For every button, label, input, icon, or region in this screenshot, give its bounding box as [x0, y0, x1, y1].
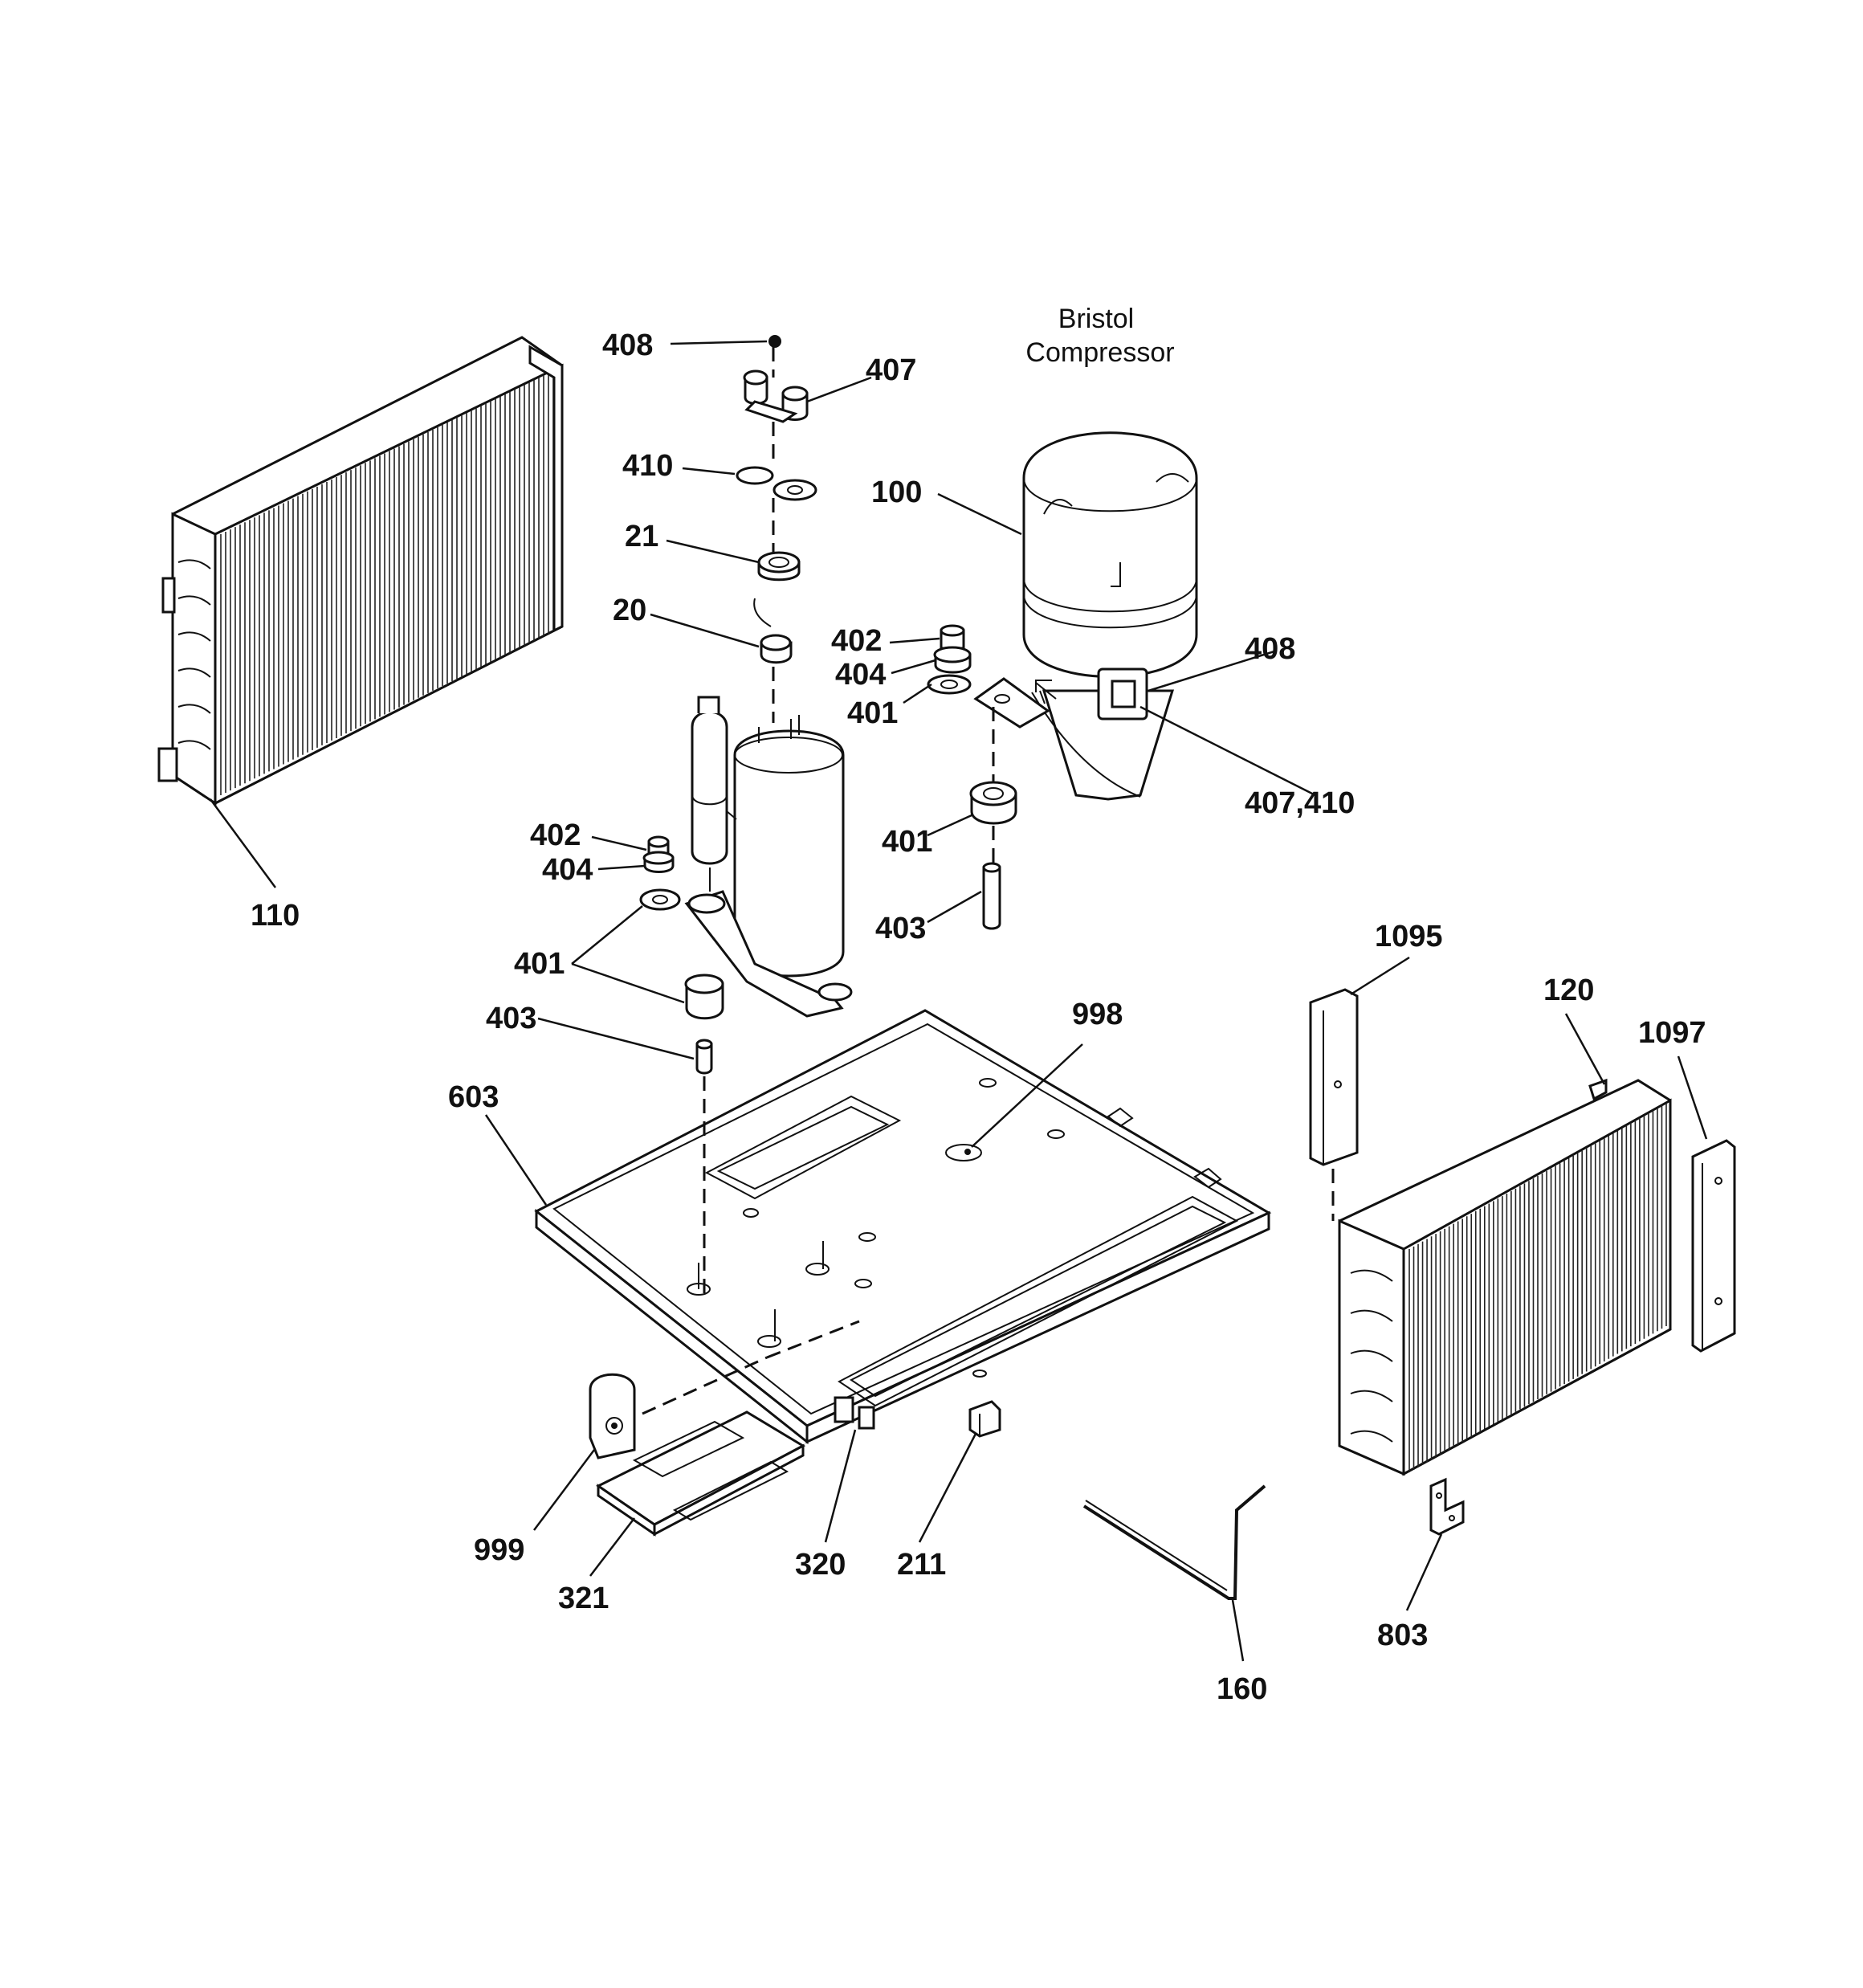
- part-label-401-left: 401: [514, 947, 565, 981]
- part-label-1097: 1097: [1638, 1016, 1706, 1050]
- part-label-401-right-a: 401: [847, 696, 898, 730]
- part-label-407-410: 407,410: [1245, 786, 1355, 820]
- cover-21: [757, 551, 801, 582]
- plate-321: [596, 1410, 806, 1537]
- nut-402-404-left: [642, 835, 675, 873]
- mount-grommet-401-right: [969, 781, 1017, 825]
- part-label-120: 120: [1543, 974, 1594, 1007]
- part-label-21: 21: [625, 520, 658, 553]
- tube-160: [1082, 1484, 1266, 1600]
- sleeve-403-left: [695, 1039, 713, 1075]
- part-label-999: 999: [474, 1533, 524, 1567]
- base-pan-603: [534, 1009, 1272, 1445]
- clip-320: [834, 1396, 875, 1430]
- sleeve-403-right: [982, 862, 1001, 930]
- washer-401-left: [639, 888, 681, 911]
- part-label-100: 100: [871, 476, 922, 509]
- part-label-110: 110: [251, 899, 300, 933]
- part-label-211: 211: [897, 1548, 946, 1582]
- caption-line-1: Bristol: [1058, 304, 1134, 334]
- bracket-999: [589, 1373, 636, 1459]
- nut-402-404-401-right: [927, 624, 972, 695]
- bracket-1097: [1691, 1139, 1736, 1353]
- part-label-404-right: 404: [835, 658, 886, 692]
- part-label-403-right: 403: [875, 912, 926, 945]
- evaporator-coil-120: [1338, 1078, 1672, 1476]
- overload-407-top: [743, 369, 809, 423]
- part-label-410: 410: [622, 449, 673, 483]
- part-label-402-right: 402: [831, 624, 882, 658]
- part-label-408: 408: [602, 329, 653, 362]
- part-label-321: 321: [558, 1582, 609, 1615]
- assembly-lines: [642, 347, 1335, 1415]
- part-label-160: 160: [1217, 1672, 1267, 1706]
- part-label-402-left: 402: [530, 818, 581, 852]
- part-label-407: 407: [866, 353, 916, 387]
- part-label-1095: 1095: [1375, 920, 1443, 953]
- terminal-20: [753, 598, 793, 664]
- part-label-320: 320: [795, 1548, 846, 1582]
- part-label-603: 603: [448, 1080, 499, 1114]
- bracket-1095: [1309, 988, 1359, 1166]
- part-label-403-left: 403: [486, 1002, 536, 1035]
- part-label-401-right-b: 401: [882, 825, 932, 859]
- bristol-compressor-100: [973, 431, 1198, 801]
- mount-grommet-401-left: [684, 974, 724, 1020]
- part-label-404-left: 404: [542, 853, 593, 887]
- clip-408-top: [768, 335, 781, 348]
- part-label-20: 20: [613, 594, 646, 627]
- leader-lines: [209, 340, 1708, 1662]
- rotary-compressor: [684, 696, 853, 1018]
- clip-211: [968, 1400, 1001, 1438]
- part-label-408-right: 408: [1245, 632, 1295, 666]
- part-label-998: 998: [1072, 998, 1123, 1031]
- caption-line-2: Compressor: [1025, 337, 1174, 368]
- part-label-803: 803: [1377, 1619, 1428, 1652]
- condenser-coil-110: [157, 336, 564, 806]
- gasket-410: [736, 466, 817, 501]
- bracket-803: [1429, 1477, 1465, 1536]
